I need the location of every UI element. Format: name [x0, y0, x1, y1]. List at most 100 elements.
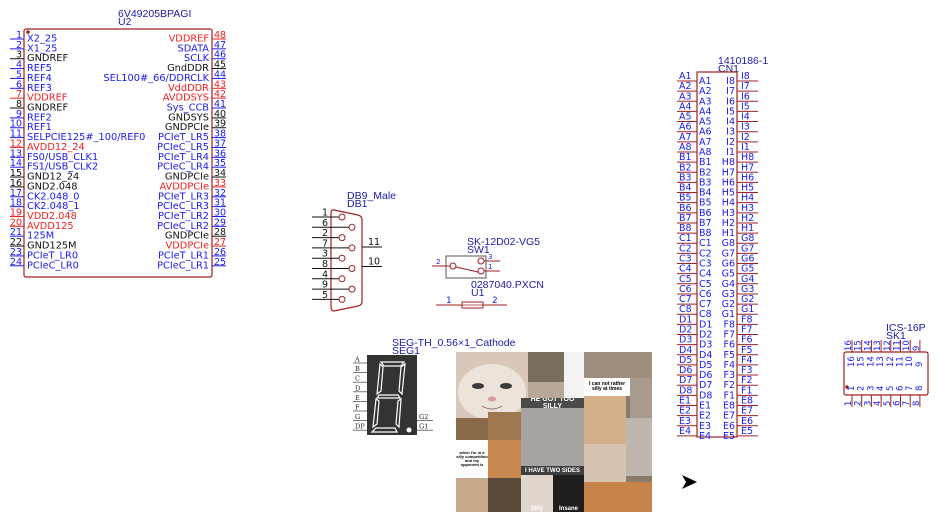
sk1-pin-8[interactable]: 88	[912, 386, 925, 407]
db1-pin-9[interactable]: 9	[312, 280, 356, 293]
db1-pin-6[interactable]: 6	[312, 218, 356, 231]
db1-pin-2[interactable]: 2	[312, 228, 346, 242]
sk1-pin-3[interactable]: 33	[863, 386, 876, 407]
sk1-pin-2[interactable]: 22	[854, 386, 867, 407]
db1-pin-8[interactable]: 8	[312, 259, 356, 272]
db1-pin-3[interactable]: 3	[312, 249, 346, 262]
sk1-pin-6[interactable]: 66	[893, 386, 906, 407]
seg1-pin-dp[interactable]: DP	[353, 423, 367, 431]
component-sk1[interactable]: ICS-16P SK1 1616151514141313121211111010…	[843, 322, 929, 407]
seg1-pin-e[interactable]: E	[353, 394, 367, 402]
db1-pin-4[interactable]: 4	[312, 269, 346, 283]
db1-pin-1[interactable]: 1	[312, 208, 346, 221]
seg1-pin-d[interactable]: D	[353, 384, 367, 392]
sk1-pin-5[interactable]: 55	[883, 386, 896, 407]
sk1-pin-4[interactable]: 44	[873, 386, 886, 407]
db1-pin-10[interactable]: 10	[362, 257, 382, 268]
sk1-pin-9[interactable]: 99	[912, 340, 925, 367]
seg1-pin-g2[interactable]: G2	[417, 413, 433, 421]
seg1-pin-g[interactable]: G	[353, 413, 367, 421]
